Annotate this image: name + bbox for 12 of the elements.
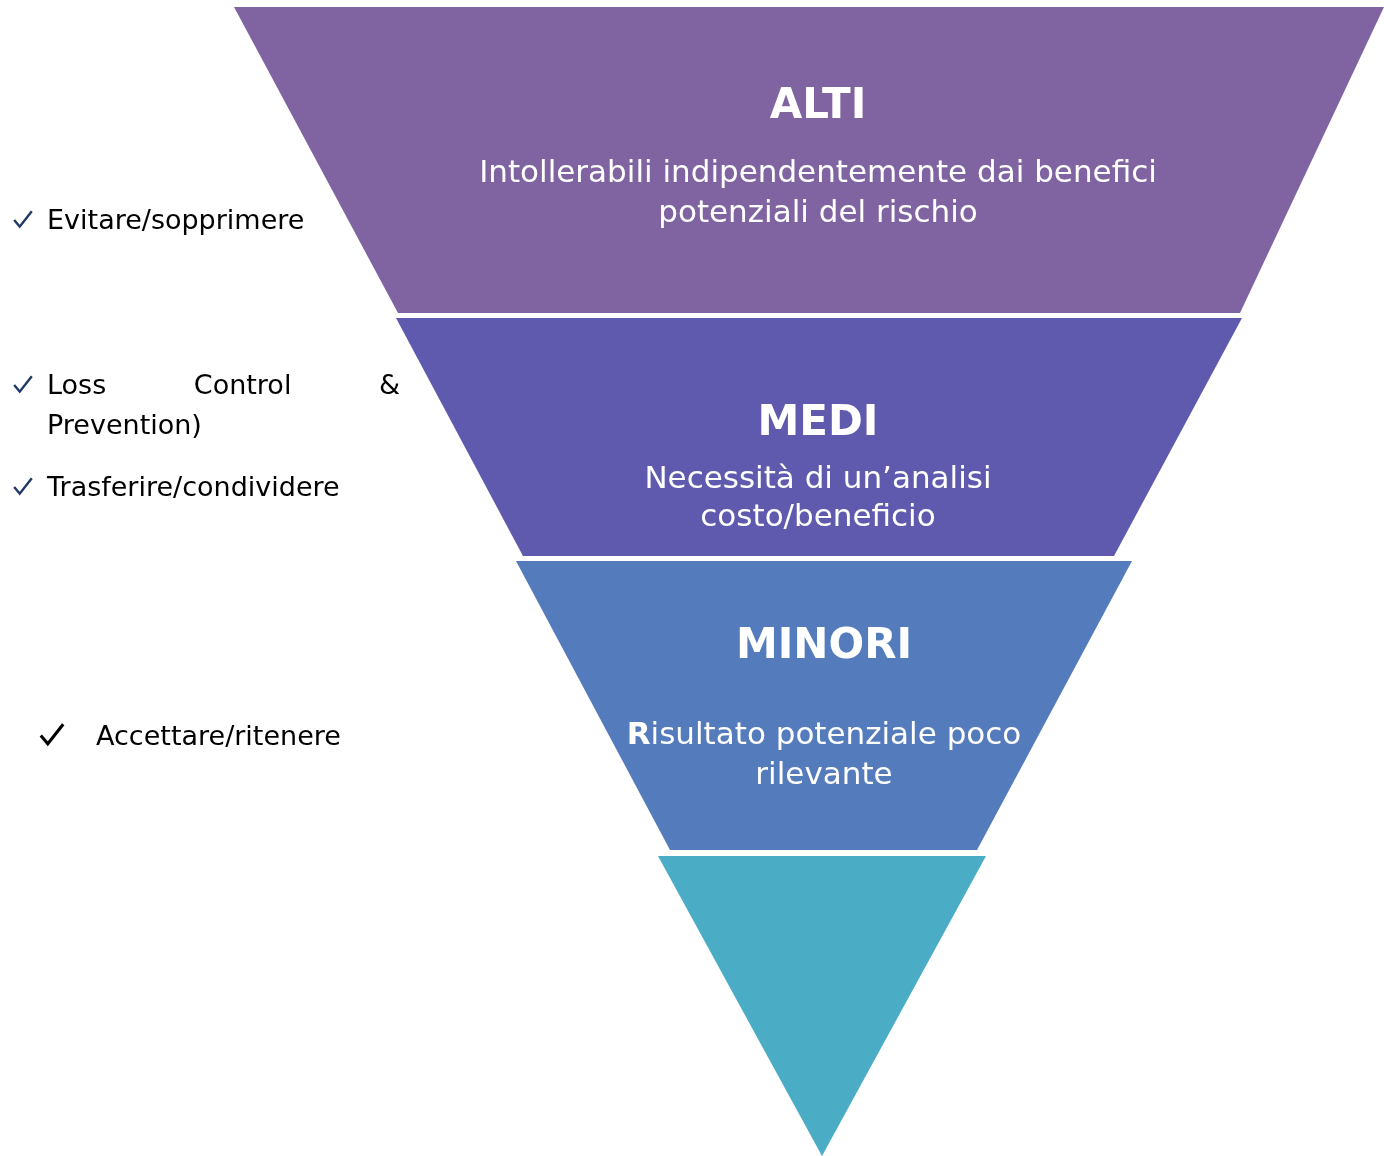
- band-description: Necessità di un’analisi costo/beneficio: [643, 458, 993, 535]
- pyramid-tip: [658, 856, 986, 1156]
- band-title: MINORI: [735, 621, 913, 668]
- band-title: ALTI: [769, 81, 867, 128]
- action-text: Loss Control & Prevention): [47, 368, 400, 442]
- band-description: Risultato potenziale poco rilevante: [625, 714, 1023, 794]
- action-text: Accettare/ritenere: [96, 719, 342, 753]
- pyramid-band: [516, 561, 1132, 850]
- action-text: Evitare/sopprimere: [47, 203, 306, 237]
- action-text: Trasferire/condividere: [47, 470, 341, 504]
- band-description: Intollerabili indipendentemente dai benefici potenziali del rischio: [478, 152, 1158, 232]
- band-title: MEDI: [757, 398, 879, 445]
